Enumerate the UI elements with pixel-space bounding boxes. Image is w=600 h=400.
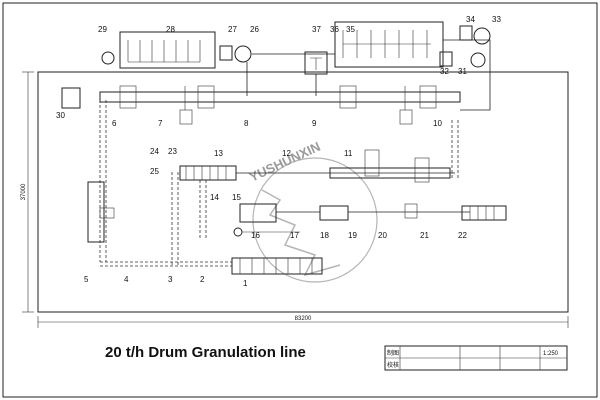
label-35: 35 [346,25,355,34]
dimension-width: 83200 [37,316,569,328]
label-37: 37 [312,25,321,34]
title-block-scale: 1:250 [543,351,559,357]
label-31: 31 [458,67,467,76]
title-block-cell-1: 制图 [387,349,399,357]
label-27: 27 [228,25,237,34]
coating-machine-19 [319,205,349,221]
packing-machine-22 [461,205,507,221]
label-10: 10 [433,119,442,128]
label-18: 18 [320,231,329,240]
drawing-frame [37,71,569,313]
belt-conveyor-6-5 [99,100,107,262]
label-13: 13 [214,149,223,158]
label-24: 24 [150,147,159,156]
label-17: 17 [290,231,299,240]
label-34: 34 [466,15,475,24]
bucket-elevator-3 [171,172,179,266]
label-12: 12 [282,149,291,158]
screen-15 [239,203,277,223]
label-19: 19 [348,231,357,240]
label-3: 3 [168,275,173,284]
label-22: 22 [458,231,467,240]
fan-33 [473,27,491,45]
crusher-5 [87,181,105,243]
drum-dryer-line [99,85,461,125]
label-5: 5 [84,275,89,284]
label-2: 2 [200,275,205,284]
motor-27 [219,45,233,61]
label-33: 33 [492,15,501,24]
label-15: 15 [232,193,241,202]
label-30: 30 [56,111,65,120]
label-29: 29 [98,25,107,34]
storage-bin-28 [119,31,216,69]
drawing-caption: 20 t/h Drum Granulation line [105,344,306,361]
label-8: 8 [244,119,249,128]
motor-34 [459,25,473,41]
dimension-width-label: 83200 [295,316,312,322]
label-9: 9 [312,119,317,128]
label-25: 25 [150,167,159,176]
batching-machine-1 [231,257,323,275]
title-block-cell-2: 校核 [387,361,399,369]
conveyor-10-down [451,120,459,178]
label-26: 26 [250,25,259,34]
label-32: 32 [440,67,449,76]
motor-16 [233,227,243,237]
dimension-height: 37000 [21,71,34,313]
cyclone-29 [101,51,115,65]
elevator-21 [404,203,418,219]
label-7: 7 [158,119,163,128]
label-28: 28 [166,25,175,34]
label-23: 23 [168,147,177,156]
fan-32 [470,52,486,68]
motor-31 [439,51,453,67]
label-6: 6 [112,119,117,128]
fan-26 [234,45,252,63]
storage-bin-35 [334,21,444,68]
label-4: 4 [124,275,129,284]
label-36: 36 [330,25,339,34]
label-16: 16 [251,231,260,240]
watermark-text: YUSHUNXIN [247,139,323,185]
drum-cooler-11 [329,167,451,179]
dimension-height-label: 37000 [21,183,27,200]
label-14: 14 [210,193,219,202]
label-11: 11 [344,149,353,158]
dust-box-30 [61,87,81,109]
duct-pipes-top [246,39,491,111]
equipment-labels: 1 2 3 4 5 6 7 8 9 10 11 12 13 14 15 16 1… [56,15,501,288]
title-block: 制图 校核 1:250 [384,345,568,371]
drum-granulator-13 [179,165,237,181]
label-21: 21 [420,231,429,240]
label-1: 1 [243,279,248,288]
conveyor-14 [199,180,207,240]
label-20: 20 [378,231,387,240]
